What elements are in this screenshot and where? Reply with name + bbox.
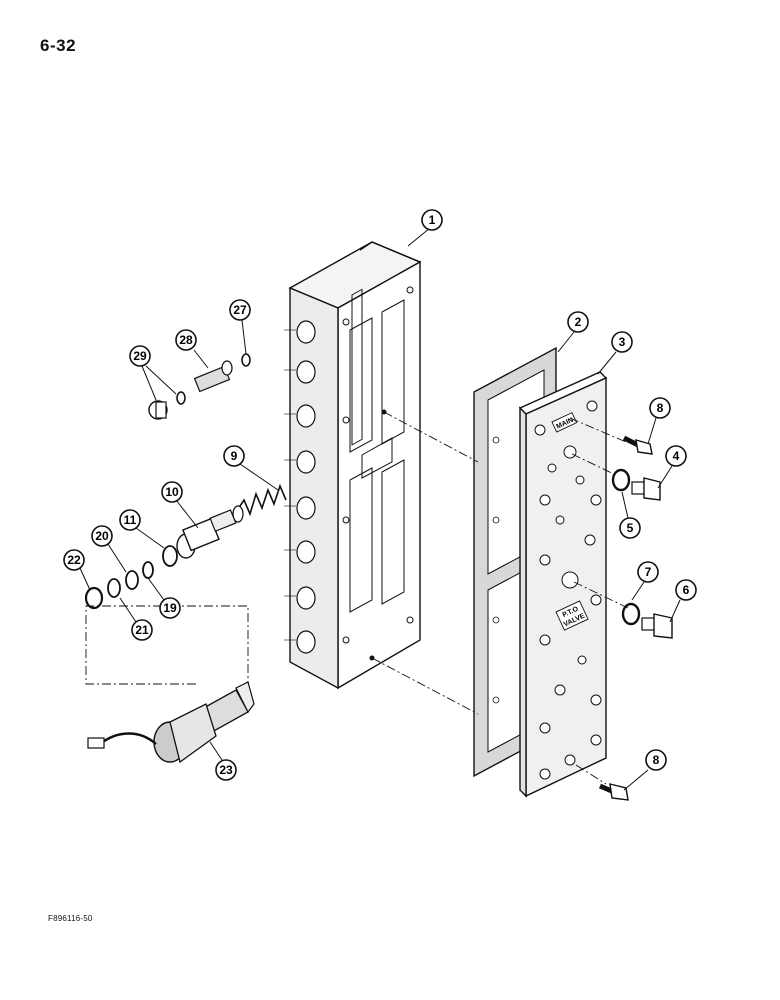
svg-text:10: 10 <box>165 485 179 499</box>
svg-text:11: 11 <box>124 513 137 527</box>
svg-text:6: 6 <box>683 583 690 597</box>
svg-text:23: 23 <box>219 763 233 777</box>
o-ring-7 <box>621 602 641 626</box>
svg-text:5: 5 <box>627 521 634 535</box>
alignment-lines <box>85 411 629 785</box>
svg-text:2: 2 <box>575 315 582 329</box>
valve-body <box>284 241 422 690</box>
callout-22: 22 <box>63 549 85 571</box>
svg-text:22: 22 <box>67 553 81 567</box>
plug-4 <box>631 477 661 501</box>
figure-code: F896116-50 <box>48 914 93 923</box>
plug-6 <box>641 613 673 639</box>
callout-1: 1 <box>421 209 443 231</box>
svg-text:29: 29 <box>133 349 147 363</box>
callout-5: 5 <box>619 517 641 539</box>
svg-text:8: 8 <box>653 753 660 767</box>
svg-text:27: 27 <box>233 303 247 317</box>
svg-text:20: 20 <box>95 529 109 543</box>
callout-3: 3 <box>611 331 633 353</box>
callout-8-top: 8 <box>649 397 671 419</box>
svg-text:3: 3 <box>619 335 626 349</box>
page-number: 6-32 <box>40 36 77 55</box>
leader-lines <box>79 227 681 791</box>
callout-10: 10 <box>161 481 183 503</box>
callout-9: 9 <box>223 445 245 467</box>
callout-4: 4 <box>665 445 687 467</box>
callout-23: 23 <box>215 759 237 781</box>
callout-11: 11 <box>119 509 141 531</box>
o-ring-11 <box>162 545 178 567</box>
bolt-8-bottom <box>599 783 629 801</box>
spring-9 <box>232 483 287 523</box>
callout-29: 29 <box>129 345 151 367</box>
svg-text:28: 28 <box>179 333 193 347</box>
svg-text:1: 1 <box>429 213 436 227</box>
plug-29 <box>148 391 186 420</box>
o-ring-27 <box>241 353 251 367</box>
svg-text:8: 8 <box>657 401 664 415</box>
callout-21: 21 <box>131 619 153 641</box>
separator-plate: MAIN P.T.O VALVE <box>518 371 608 798</box>
svg-text:9: 9 <box>231 449 238 463</box>
bolt-8-top <box>622 435 653 455</box>
spool-10 <box>176 509 237 559</box>
callout-20: 20 <box>91 525 113 547</box>
svg-text:19: 19 <box>163 601 177 615</box>
screen-28 <box>193 360 233 393</box>
callout-2: 2 <box>567 311 589 333</box>
svg-text:7: 7 <box>645 565 652 579</box>
callout-8-bottom: 8 <box>645 749 667 771</box>
callout-27: 27 <box>229 299 251 321</box>
callout-28: 28 <box>175 329 197 351</box>
callout-7: 7 <box>637 561 659 583</box>
o-ring-5 <box>611 468 631 492</box>
solenoid-23 <box>87 681 255 764</box>
callout-6: 6 <box>675 579 697 601</box>
o-rings-19-22 <box>84 561 154 610</box>
svg-text:21: 21 <box>135 623 149 637</box>
callout-19: 19 <box>159 597 181 619</box>
svg-text:4: 4 <box>673 449 680 463</box>
